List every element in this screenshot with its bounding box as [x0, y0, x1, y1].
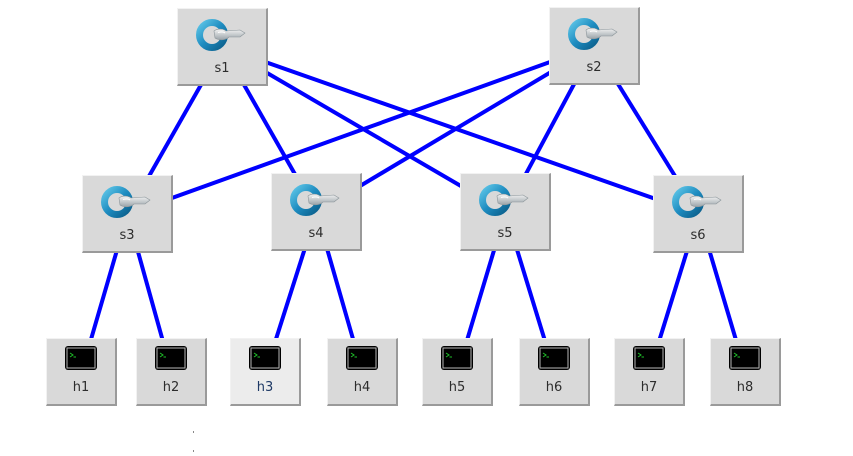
switch-label: s5	[497, 226, 513, 241]
terminal-icon	[440, 345, 474, 371]
switch-label: s1	[214, 61, 230, 76]
switch-label: s6	[690, 228, 706, 243]
terminal-icon	[537, 345, 571, 371]
host-h6[interactable]: h6	[519, 338, 590, 406]
terminal-icon	[64, 345, 98, 371]
terminal-icon	[154, 345, 188, 371]
mouse-cursor-mark	[193, 418, 199, 452]
controller-switch-icon	[479, 182, 531, 218]
switch-s3[interactable]: s3	[82, 175, 173, 253]
controller-switch-icon	[290, 182, 342, 218]
host-label: h6	[545, 380, 563, 395]
terminal-icon	[248, 345, 282, 371]
host-label: h2	[162, 380, 180, 395]
host-h4[interactable]: h4	[327, 338, 398, 406]
switch-label: s2	[586, 60, 602, 75]
terminal-icon	[345, 345, 379, 371]
controller-switch-icon	[196, 17, 248, 53]
switch-s4[interactable]: s4	[271, 173, 362, 251]
link-s1-s6[interactable]	[221, 45, 700, 216]
host-label: h5	[448, 380, 466, 395]
switch-s2[interactable]: s2	[549, 7, 640, 85]
switch-s6[interactable]: s6	[653, 175, 744, 253]
host-label: h1	[72, 380, 90, 395]
terminal-icon	[728, 345, 762, 371]
link-s2-s4[interactable]	[315, 44, 596, 214]
switch-s1[interactable]: s1	[177, 8, 268, 86]
controller-switch-icon	[101, 184, 153, 220]
controller-switch-icon	[568, 16, 620, 52]
host-h1[interactable]: h1	[46, 338, 117, 406]
controller-switch-icon	[672, 184, 724, 220]
switch-label: s3	[119, 228, 135, 243]
host-h7[interactable]: h7	[614, 338, 685, 406]
host-label: h3	[256, 380, 274, 395]
host-h5[interactable]: h5	[422, 338, 493, 406]
link-s2-s3[interactable]	[126, 44, 596, 216]
host-label: h7	[640, 380, 658, 395]
host-h2[interactable]: h2	[136, 338, 207, 406]
host-label: h8	[736, 380, 754, 395]
host-h8[interactable]: h8	[710, 338, 781, 406]
terminal-icon	[632, 345, 666, 371]
host-h3[interactable]: h3	[230, 338, 301, 406]
switch-s5[interactable]: s5	[460, 173, 551, 251]
host-label: h4	[353, 380, 371, 395]
switch-label: s4	[308, 226, 324, 241]
